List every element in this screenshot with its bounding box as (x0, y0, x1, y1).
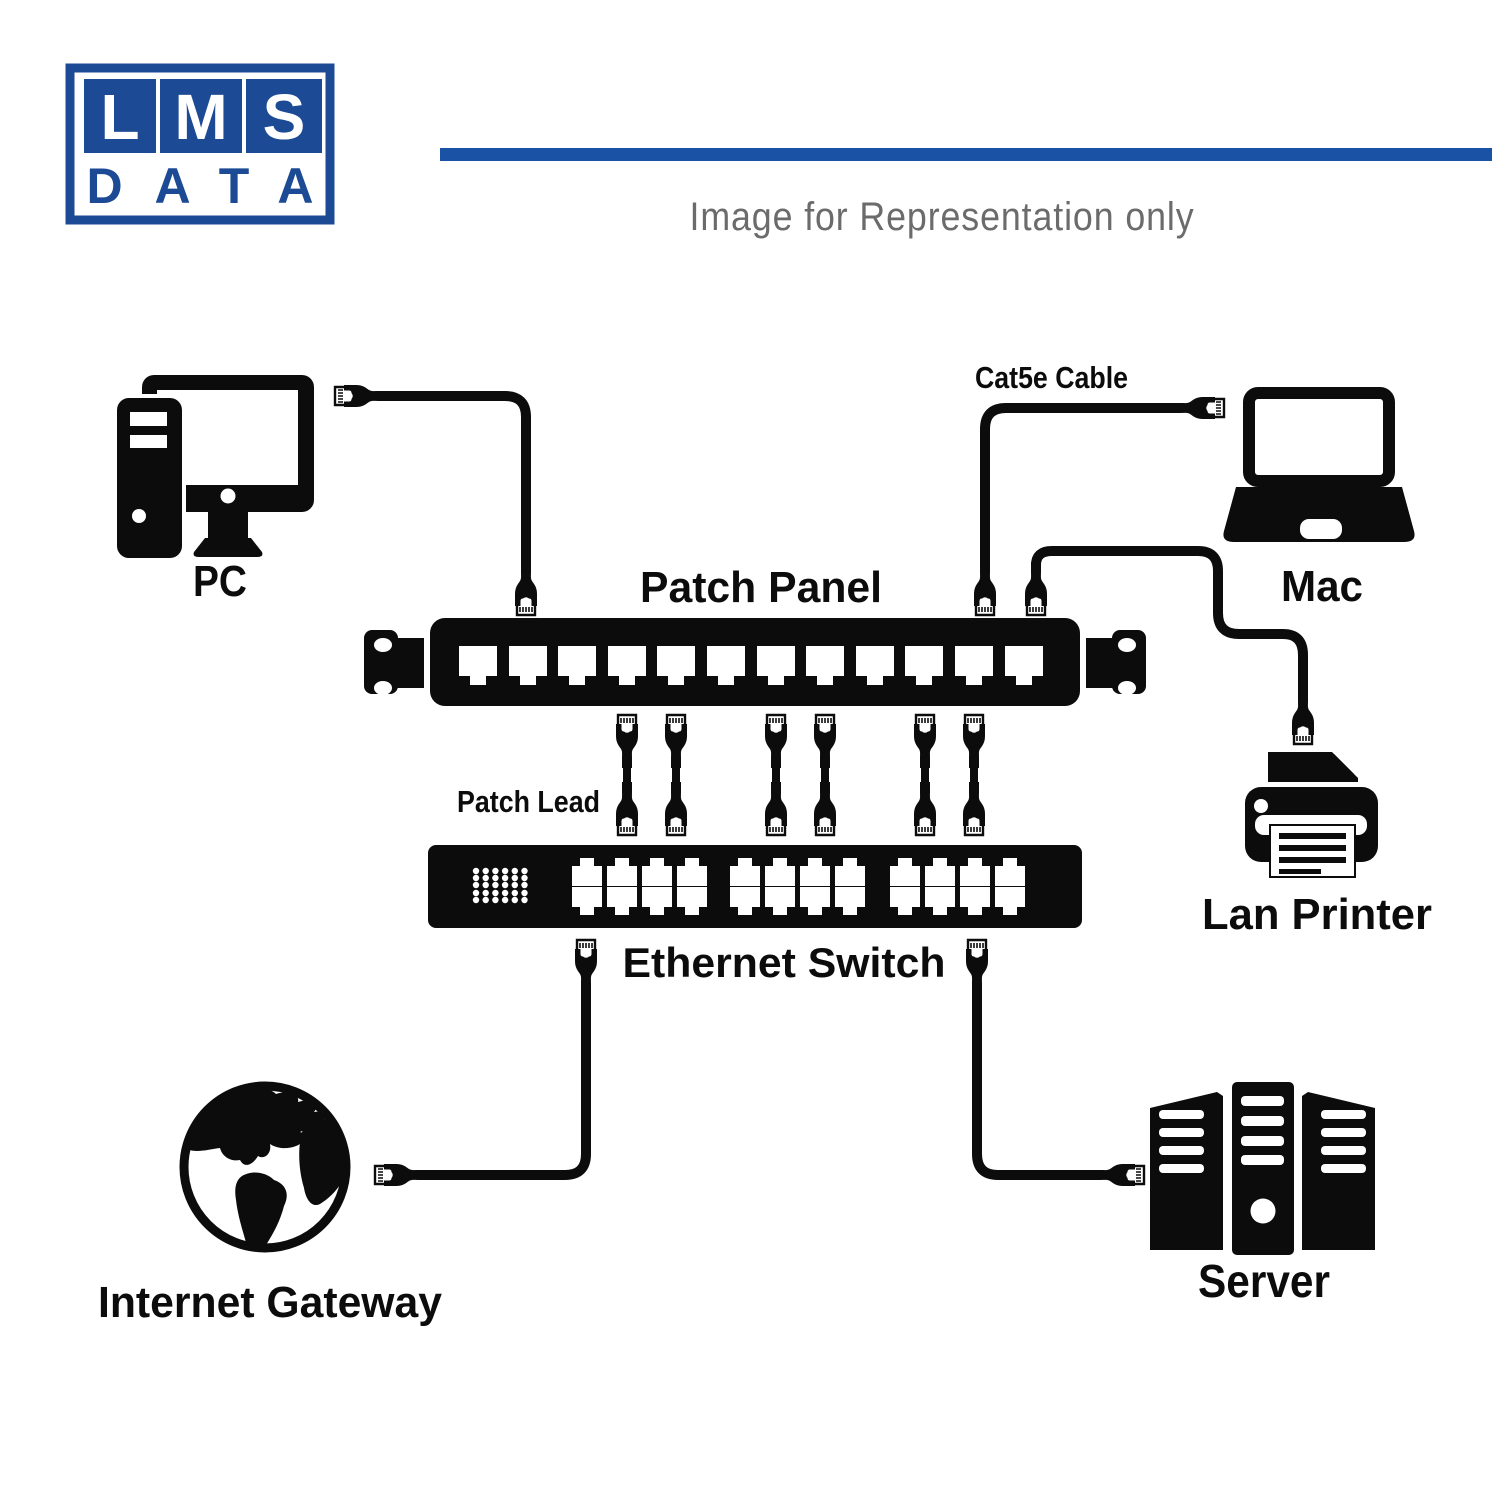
patch-lead-icon (765, 715, 787, 835)
logo-letter-m: M (174, 81, 227, 153)
rj45-plug-icon (513, 560, 539, 617)
rj45-plug-icon (573, 938, 599, 995)
rj45-plug-icon (373, 1162, 430, 1188)
header-divider-line (440, 148, 1492, 161)
ethernet-switch-label: Ethernet Switch (623, 939, 946, 986)
patch-lead-icon (665, 715, 687, 835)
logo-tile-s (246, 79, 322, 153)
globe-icon (179, 1081, 351, 1253)
patch-lead-icon (963, 715, 985, 835)
ethernet-switch (428, 845, 1082, 928)
mac-label: Mac (1281, 562, 1363, 611)
cable-patch-panel-to-printer (1023, 546, 1316, 746)
patch-lead-icon (914, 715, 936, 835)
cable-switch-to-server (964, 938, 1146, 1188)
rj45-plug-icon (1169, 395, 1226, 421)
patch-lead-icon (616, 715, 638, 835)
pc-label: PC (193, 557, 247, 606)
cat5e-cable-label: Cat5e Cable (975, 360, 1128, 395)
rj45-plug-icon (333, 383, 390, 409)
logo-lms-data: L M S DATA (65, 63, 335, 225)
server-tower-left (1150, 1092, 1223, 1250)
rj45-plug-icon (1290, 689, 1316, 746)
printed-page-lines (1279, 833, 1346, 874)
printer-icon (1245, 752, 1378, 878)
pc-icon (113, 375, 314, 562)
rj45-plug-icon (1023, 560, 1049, 617)
rj45-plug-icon (972, 560, 998, 617)
rack-ear-left (364, 630, 424, 695)
patch-panel (364, 618, 1146, 706)
logo-letter-s: S (263, 81, 306, 153)
rj45-plug-icon (964, 938, 990, 995)
rack-ear-right (1086, 630, 1146, 695)
server-icon (1150, 1082, 1375, 1255)
cable-gateway-to-switch (373, 938, 599, 1188)
lan-printer-label: Lan Printer (1202, 890, 1432, 939)
logo-letter-l: L (100, 81, 139, 153)
patch-leads (616, 715, 985, 835)
patch-lead-label: Patch Lead (457, 784, 600, 819)
server-label: Server (1198, 1255, 1330, 1307)
logo-tile-l (84, 79, 156, 153)
patch-panel-label: Patch Panel (640, 563, 882, 612)
tower-icon (117, 398, 182, 558)
cable-pc-to-patch-panel (333, 383, 539, 617)
rj45-plug-icon (1089, 1162, 1146, 1188)
patch-lead-icon (814, 715, 836, 835)
logo-tile-m (160, 79, 242, 153)
mac-laptop-icon (1223, 387, 1415, 542)
cable-mac-to-patch-panel (972, 395, 1226, 617)
server-tower-middle (1232, 1082, 1294, 1255)
representation-note: Image for Representation only (690, 195, 1195, 239)
internet-gateway-label: Internet Gateway (98, 1278, 443, 1327)
server-tower-right (1302, 1092, 1375, 1250)
